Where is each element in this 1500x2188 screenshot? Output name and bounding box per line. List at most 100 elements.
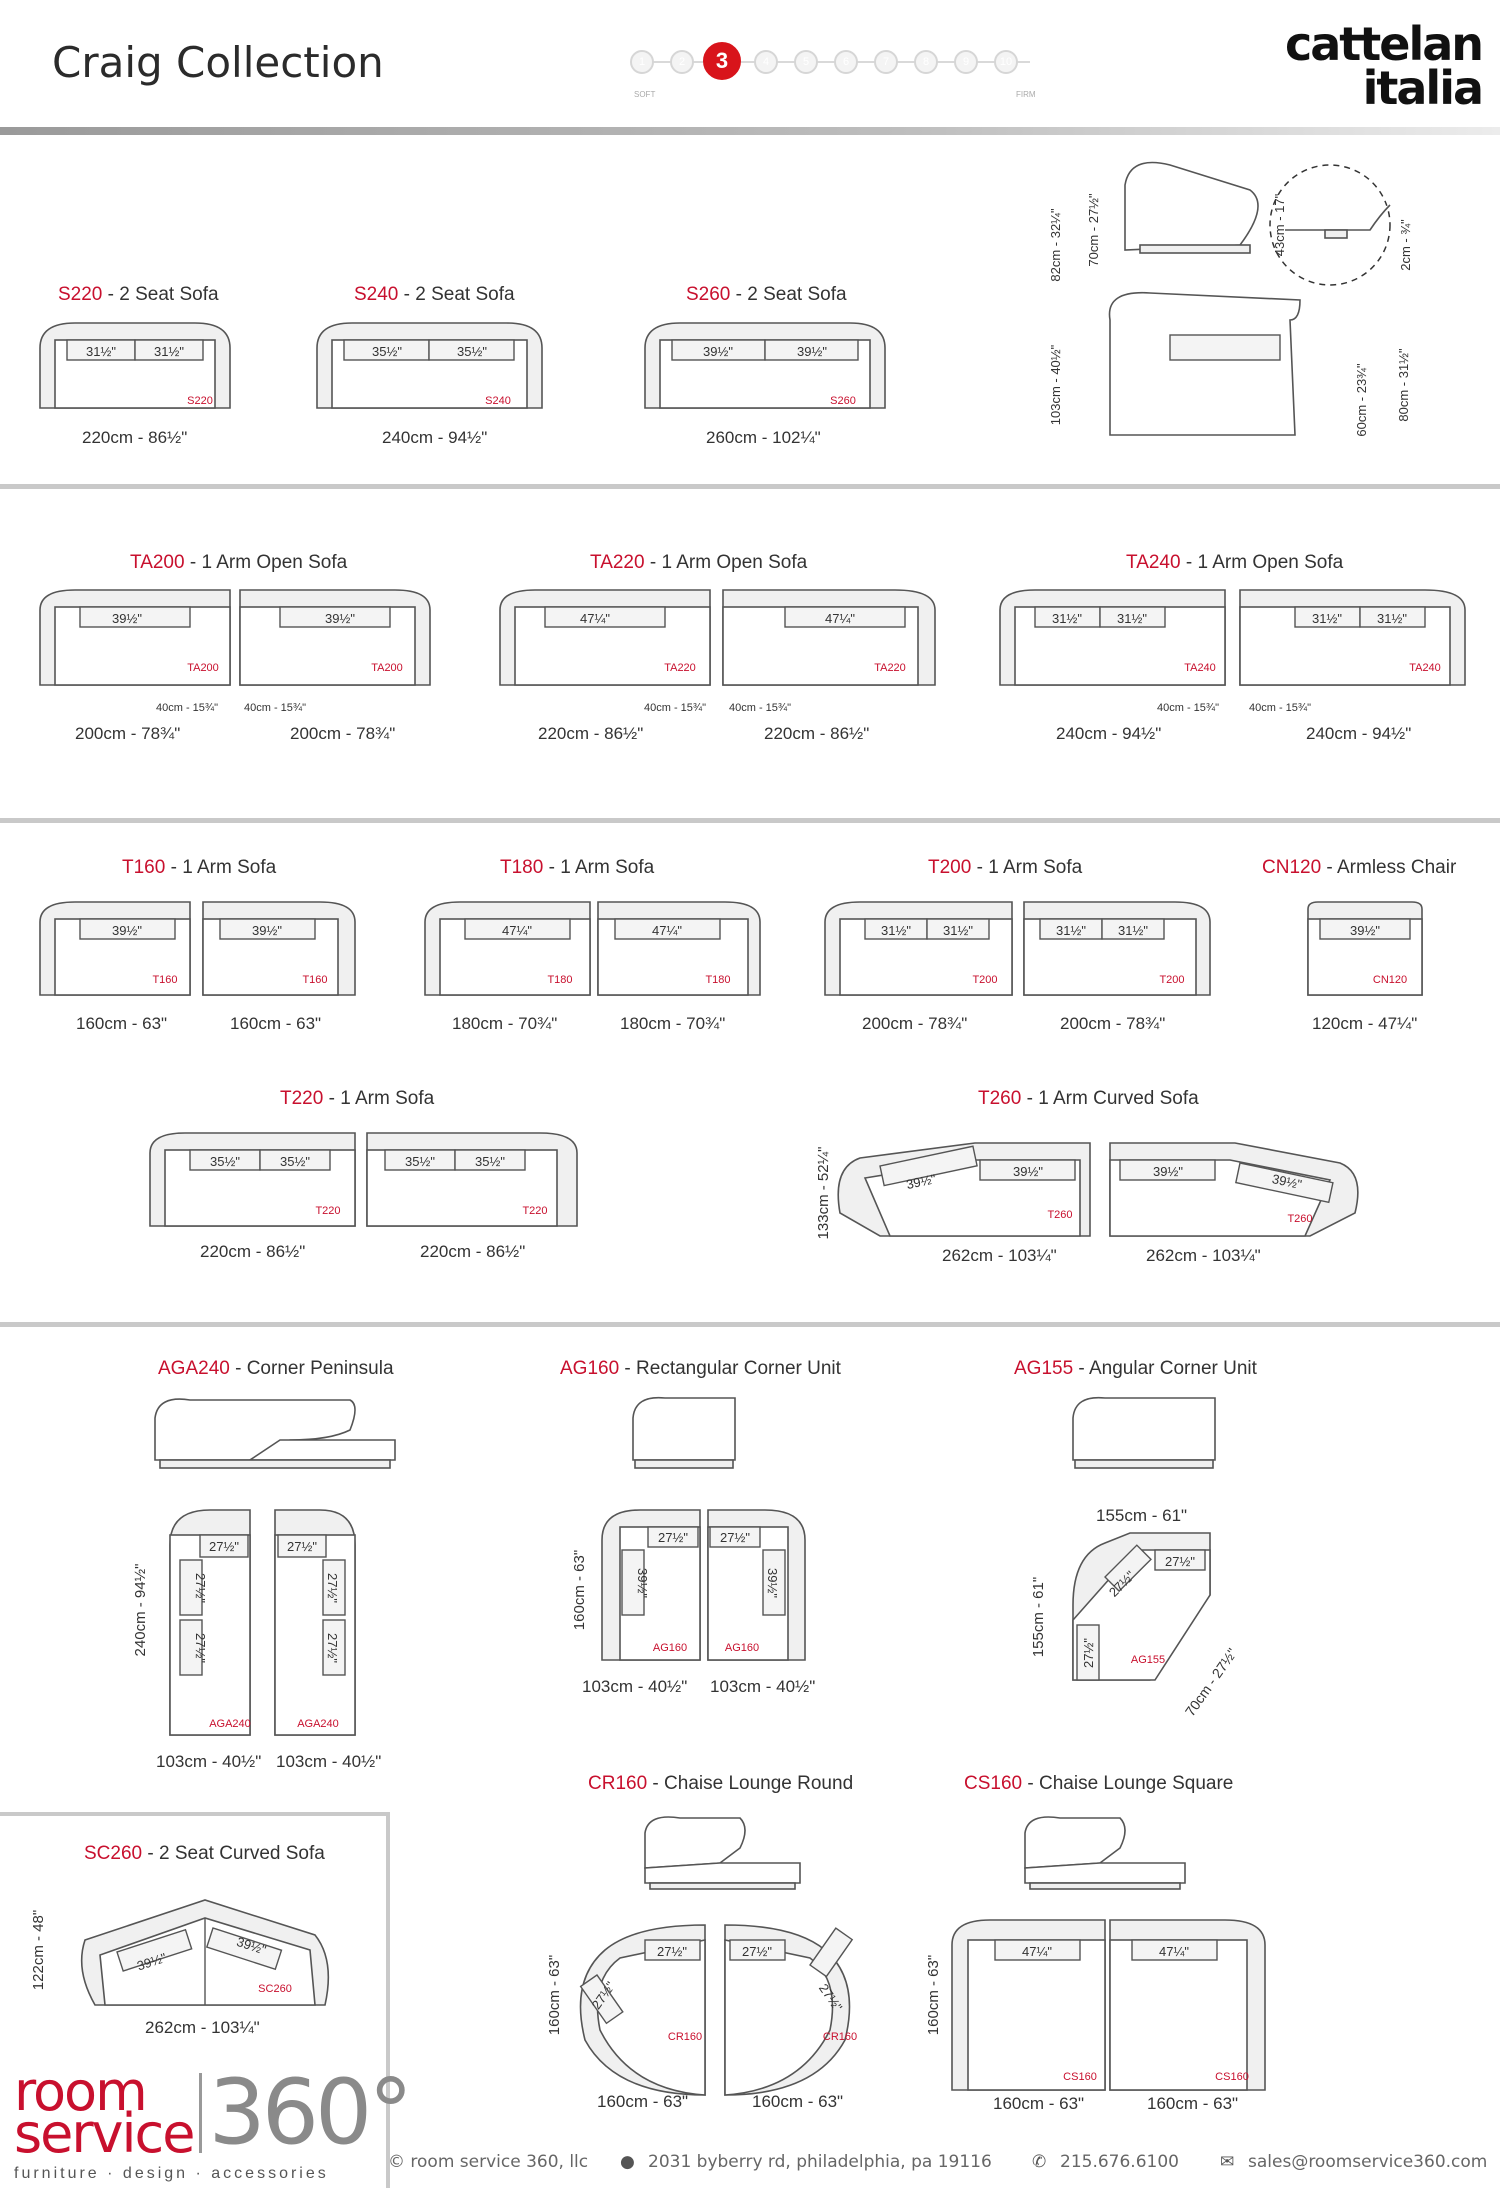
svg-text:39½": 39½"	[325, 611, 355, 626]
svg-text:T160: T160	[152, 974, 177, 986]
svg-text:S220: S220	[187, 395, 213, 407]
cs160-title: CS160 - Chaise Lounge Square	[964, 1773, 1234, 1794]
location-icon: ●	[620, 2152, 635, 2172]
svg-text:27½": 27½"	[193, 1633, 208, 1663]
ag160-title: AG160 - Rectangular Corner Unit	[560, 1358, 841, 1379]
ag160-dimension-left: 103cm - 40½"	[582, 1677, 688, 1696]
t220-diagram: 35½" 35½" T220 35½" 35½" T220	[149, 1132, 578, 1227]
t200-title: T200 - 1 Arm Sofa	[928, 857, 1083, 878]
svg-text:27½": 27½"	[658, 1530, 688, 1545]
svg-text:TA220: TA220	[874, 662, 906, 674]
side-base	[1139, 244, 1251, 254]
s260-title: S260 - 2 Seat Sofa	[686, 284, 847, 305]
seat-depth-label: 60cm - 23¾"	[1354, 363, 1369, 437]
t220-title: T220 - 1 Arm Sofa	[280, 1088, 435, 1109]
aga240-title: AGA240 - Corner Peninsula	[158, 1358, 394, 1379]
ta240-diagram: 31½" 31½" TA240 31½" 31½" TA240 40cm - 1…	[999, 589, 1466, 714]
firmness-level-6: 6	[834, 50, 858, 74]
firmness-level-9: 9	[954, 50, 978, 74]
svg-text:39½": 39½"	[1153, 1164, 1183, 1179]
svg-text:47¼": 47¼"	[1159, 1944, 1189, 1959]
ag155-title: AG155 - Angular Corner Unit	[1014, 1358, 1257, 1379]
svg-text:27½": 27½"	[720, 1530, 750, 1545]
t200-dimension-right: 200cm - 78¾"	[1060, 1014, 1166, 1033]
svg-text:35½": 35½"	[405, 1154, 435, 1169]
brand-logo: cattelan italia	[1284, 17, 1484, 115]
svg-text:39½": 39½"	[1271, 1171, 1304, 1192]
ag155-side-diagram	[1072, 1396, 1216, 1469]
t160-dimension-left: 160cm - 63"	[76, 1014, 168, 1033]
svg-text:31½": 31½"	[881, 923, 911, 938]
svg-text:31½": 31½"	[1052, 611, 1082, 626]
t260-dimension-right: 262cm - 103¼"	[1146, 1246, 1261, 1265]
section-divider-2	[0, 818, 1500, 823]
sc260-height-label: 122cm - 48"	[30, 1910, 47, 1990]
cr160-dimension-left: 160cm - 63"	[597, 2092, 689, 2111]
t160-dimension-right: 160cm - 63"	[230, 1014, 322, 1033]
svg-text:31½": 31½"	[1117, 611, 1147, 626]
svg-text:27½": 27½"	[1081, 1638, 1096, 1668]
firmness-scale: 1 2 3 4 5 6 7 8 9 10 SOFT FIRM	[630, 42, 1040, 104]
height-back-label: 70cm - 27½"	[1086, 193, 1101, 267]
svg-text:31½": 31½"	[154, 344, 184, 359]
svg-text:CR160: CR160	[823, 2031, 857, 2043]
t160-diagram: 39½" T160 39½" T160	[39, 901, 356, 996]
firmness-level-1: 1	[630, 50, 654, 74]
foot-detail	[1285, 204, 1391, 231]
ta240-title: TA240 - 1 Arm Open Sofa	[1126, 552, 1344, 573]
svg-text:39½": 39½"	[112, 923, 142, 938]
svg-text:27½": 27½"	[325, 1633, 340, 1663]
foot-label: 2cm - ¾"	[1398, 219, 1413, 271]
ta200-dimension-left: 200cm - 78¾"	[75, 724, 181, 743]
svg-text:SC260: SC260	[258, 1983, 292, 1995]
s240-title: S240 - 2 Seat Sofa	[354, 284, 515, 305]
depth-label: 103cm - 40½"	[1048, 344, 1063, 425]
sc260-panel	[0, 1812, 390, 2188]
cr160-height-left: 160cm - 63"	[546, 1955, 563, 2035]
cs160-side-diagram	[1024, 1816, 1186, 1890]
svg-text:35½": 35½"	[457, 344, 487, 359]
ta220-diagram: 47¼" TA220 47¼" TA220 40cm - 15¾" 40cm -…	[499, 589, 936, 714]
t260-diagram: 133cm - 52¼" 39½" 39½" T260 39½" 39½" T2…	[815, 1142, 1359, 1239]
ag160-diagram: 160cm - 63" 27½" 39½" AG160 27½" 39½" AG…	[571, 1509, 806, 1661]
svg-text:31½": 31½"	[1377, 611, 1407, 626]
cs160-height-left: 160cm - 63"	[925, 1955, 942, 2035]
aga240-height-label: 240cm - 94½"	[132, 1564, 149, 1657]
firmness-level-5: 5	[794, 50, 818, 74]
svg-text:TA240: TA240	[1409, 662, 1441, 674]
svg-text:47¼": 47¼"	[825, 611, 855, 626]
cs160-dimension-left: 160cm - 63"	[993, 2094, 1085, 2113]
depth2-label: 80cm - 31½"	[1396, 348, 1411, 422]
page-title: Craig Collection	[52, 38, 384, 87]
svg-text:40cm - 15¾": 40cm - 15¾"	[156, 702, 218, 714]
svg-text:35½": 35½"	[210, 1154, 240, 1169]
phone-number[interactable]: 215.676.6100	[1060, 2152, 1179, 2172]
svg-text:40cm - 15¾": 40cm - 15¾"	[644, 702, 706, 714]
svg-text:47¼": 47¼"	[502, 923, 532, 938]
ag160-side-diagram	[632, 1396, 736, 1469]
s220-title: S220 - 2 Seat Sofa	[58, 284, 219, 305]
ta220-dimension-left: 220cm - 86½"	[538, 724, 644, 743]
sc260-title: SC260 - 2 Seat Curved Sofa	[84, 1843, 325, 1864]
svg-text:TA220: TA220	[664, 662, 696, 674]
svg-text:35½": 35½"	[475, 1154, 505, 1169]
svg-text:CS160: CS160	[1215, 2071, 1249, 2083]
svg-text:39½": 39½"	[1013, 1164, 1043, 1179]
firmness-level-10: 10	[994, 50, 1018, 74]
firmness-level-4: 4	[754, 50, 778, 74]
soft-label: SOFT	[634, 90, 656, 99]
ag160-dimension-right: 103cm - 40½"	[710, 1677, 816, 1696]
side-view-diagram: 82cm - 32¼" 70cm - 27½" 43cm - 17" 2cm -…	[1048, 161, 1413, 437]
svg-text:T160: T160	[302, 974, 327, 986]
svg-text:31½": 31½"	[1312, 611, 1342, 626]
t220-dimension-right: 220cm - 86½"	[420, 1242, 526, 1261]
email-icon: ✉	[1220, 2152, 1235, 2172]
email-address[interactable]: sales@roomservice360.com	[1248, 2152, 1488, 2172]
svg-text:TA240: TA240	[1184, 662, 1216, 674]
foot-detail-circle	[1269, 164, 1391, 286]
svg-text:27½": 27½"	[657, 1944, 687, 1959]
svg-text:27½": 27½"	[742, 1944, 772, 1959]
cn120-title: CN120 - Armless Chair	[1262, 857, 1457, 878]
svg-text:CR160: CR160	[668, 2031, 702, 2043]
svg-text:T180: T180	[705, 974, 730, 986]
